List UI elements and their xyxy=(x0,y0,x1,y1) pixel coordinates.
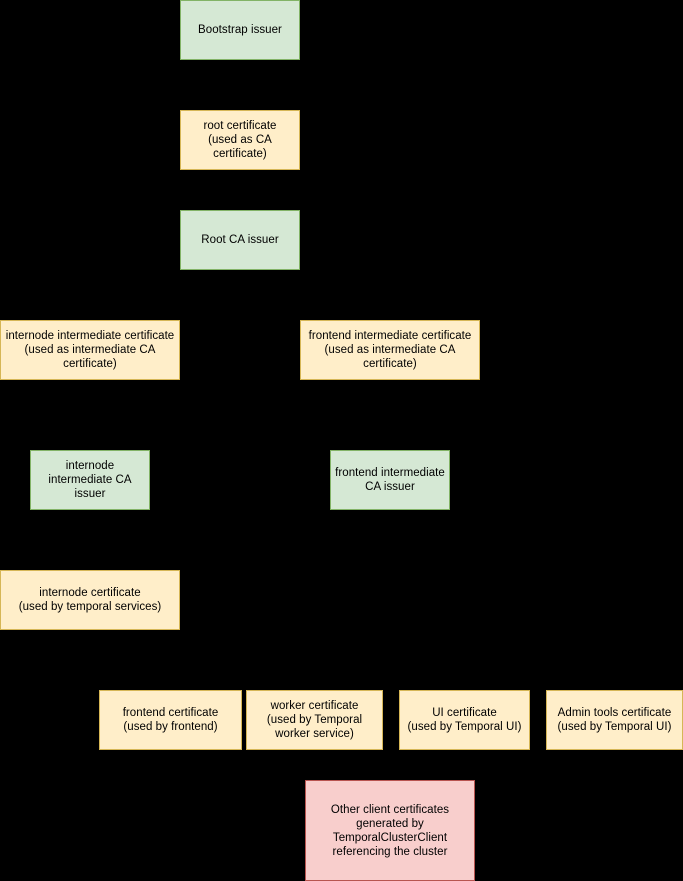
node-admin-tools-certificate[interactable]: Admin tools certificate (used by Tempora… xyxy=(546,690,683,750)
node-internode-intermediate-ca-issuer[interactable]: internode intermediate CA issuer xyxy=(30,450,150,510)
node-label: internode certificate (used by temporal … xyxy=(18,587,162,613)
node-root-certificate[interactable]: root certificate (used as CA certificate… xyxy=(180,110,300,170)
node-label: frontend intermediate certificate (used … xyxy=(308,330,472,370)
node-label: frontend intermediate CA issuer xyxy=(335,467,445,493)
node-label: Other client certificates generated by T… xyxy=(330,803,450,858)
node-label: internode intermediate certificate (used… xyxy=(5,330,175,370)
node-label: root certificate (used as CA certificate… xyxy=(203,120,277,160)
node-worker-certificate[interactable]: worker certificate (used by Temporal wor… xyxy=(246,690,383,750)
node-root-ca-issuer[interactable]: Root CA issuer xyxy=(180,210,300,270)
node-label: Admin tools certificate (used by Tempora… xyxy=(557,707,672,733)
node-internode-intermediate-certificate[interactable]: internode intermediate certificate (used… xyxy=(0,320,180,380)
node-frontend-intermediate-ca-issuer[interactable]: frontend intermediate CA issuer xyxy=(330,450,450,510)
node-other-client-certificates[interactable]: Other client certificates generated by T… xyxy=(305,780,475,881)
node-frontend-certificate[interactable]: frontend certificate (used by frontend) xyxy=(99,690,242,750)
node-label: frontend certificate (used by frontend) xyxy=(122,707,219,733)
node-label: Bootstrap issuer xyxy=(198,24,282,36)
node-label: UI certificate (used by Temporal UI) xyxy=(407,707,522,733)
node-label: worker certificate (used by Temporal wor… xyxy=(266,700,363,740)
node-label: internode intermediate CA issuer xyxy=(48,460,132,500)
node-bootstrap-issuer[interactable]: Bootstrap issuer xyxy=(180,0,300,60)
node-label: Root CA issuer xyxy=(201,234,279,246)
node-internode-certificate[interactable]: internode certificate (used by temporal … xyxy=(0,570,180,630)
node-frontend-intermediate-certificate[interactable]: frontend intermediate certificate (used … xyxy=(300,320,480,380)
node-ui-certificate[interactable]: UI certificate (used by Temporal UI) xyxy=(399,690,530,750)
